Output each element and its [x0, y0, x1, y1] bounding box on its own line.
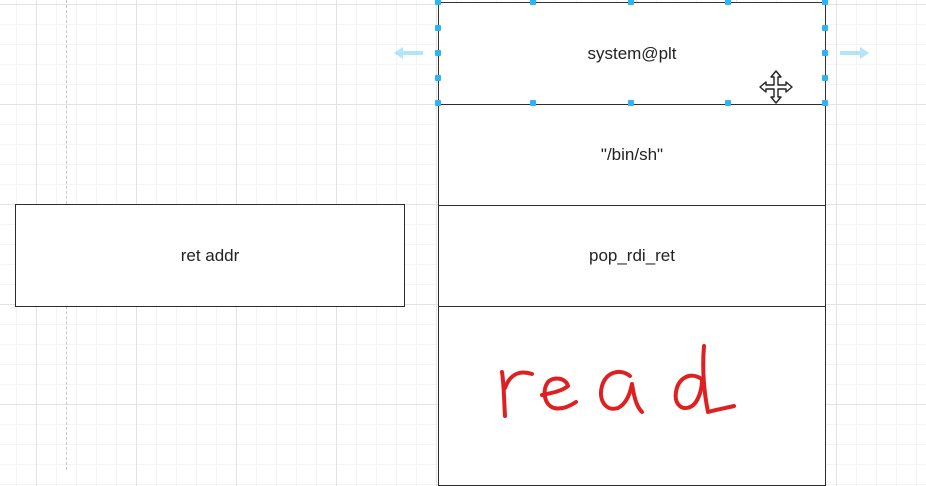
stack-cell-label: "/bin/sh": [600, 145, 664, 164]
resize-handle-nw[interactable]: [435, 0, 441, 5]
resize-handle-e2[interactable]: [822, 50, 828, 56]
resize-handle-s1[interactable]: [530, 100, 536, 106]
ret-addr-label: ret addr: [180, 245, 240, 265]
resize-handle-ne[interactable]: [822, 0, 828, 5]
resize-handle-e3[interactable]: [822, 75, 828, 81]
stack-cell-label: system@plt: [587, 43, 677, 63]
resize-handle-n1[interactable]: [530, 0, 536, 5]
resize-handle-n3[interactable]: [725, 0, 731, 5]
resize-handle-sw[interactable]: [435, 100, 441, 106]
resize-handle-s2[interactable]: [628, 100, 634, 106]
resize-handle-w3[interactable]: [435, 75, 441, 81]
stack-cell-bin-sh[interactable]: "/bin/sh": [438, 104, 826, 206]
resize-handle-e1[interactable]: [822, 25, 828, 31]
stack-cell-pop-rdi-ret[interactable]: pop_rdi_ret: [438, 205, 826, 307]
resize-handle-w2[interactable]: [435, 50, 441, 56]
resize-handle-s3[interactable]: [725, 100, 731, 106]
connect-arrow-left-icon[interactable]: [393, 46, 425, 60]
stack-cell-label: pop_rdi_ret: [588, 246, 675, 265]
handwritten-annotation-read: [500, 344, 736, 418]
connect-arrow-right-icon[interactable]: [838, 46, 870, 60]
resize-handle-se[interactable]: [822, 100, 828, 106]
move-cursor-icon: [759, 70, 793, 104]
resize-handle-w1[interactable]: [435, 25, 441, 31]
resize-handle-n2[interactable]: [628, 0, 634, 5]
ret-addr-box[interactable]: ret addr: [15, 204, 405, 307]
